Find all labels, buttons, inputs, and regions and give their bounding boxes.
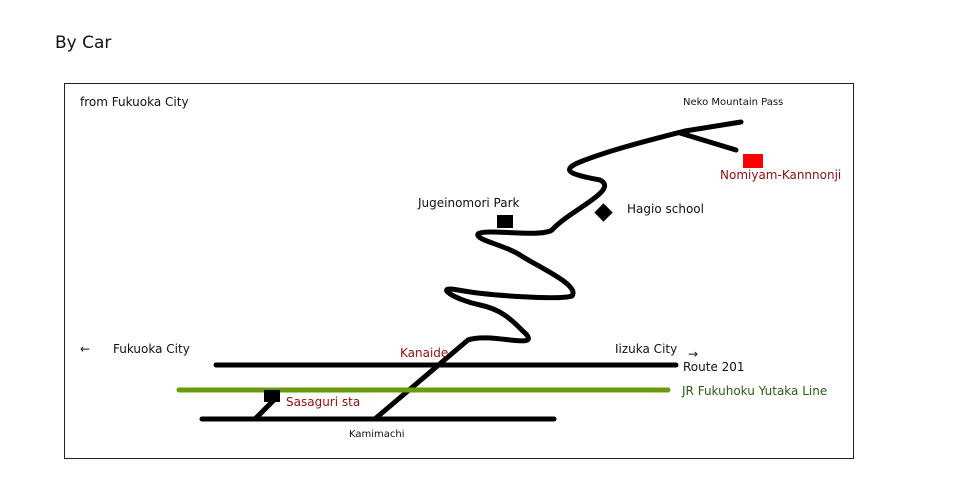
kanaide-label: Kanaide [400,346,448,360]
school-marker [594,203,613,222]
mountain-road [373,119,744,421]
fukuoka-label: Fukuoka City [113,342,190,356]
fukuoka-arrow-icon: ← [80,342,90,356]
park-label: Jugeinomori Park [417,196,520,210]
rail-line-label: JR Fukuhoku Yutaka Line [681,384,827,398]
route-map-frame [64,83,854,459]
route-label: Route 201 [683,360,745,374]
iizuka-arrow-icon: → [688,347,698,361]
temple-spur-road [677,130,739,153]
temple-label: Nomiyam-Kannnonji [720,168,841,182]
station-label: Sasaguri sta [286,395,360,409]
station-marker [264,390,280,402]
station-connector-road [253,397,277,421]
park-marker [497,215,513,228]
kamimachi-label: Kamimachi [349,429,405,440]
pass-label: Neko Mountain Pass [683,97,783,108]
iizuka-label: Iizuka City [615,342,677,356]
temple-marker [743,154,763,168]
page-heading: By Car [55,33,112,53]
school-label: Hagio school [627,202,704,216]
from-label: from Fukuoka City [80,95,189,109]
